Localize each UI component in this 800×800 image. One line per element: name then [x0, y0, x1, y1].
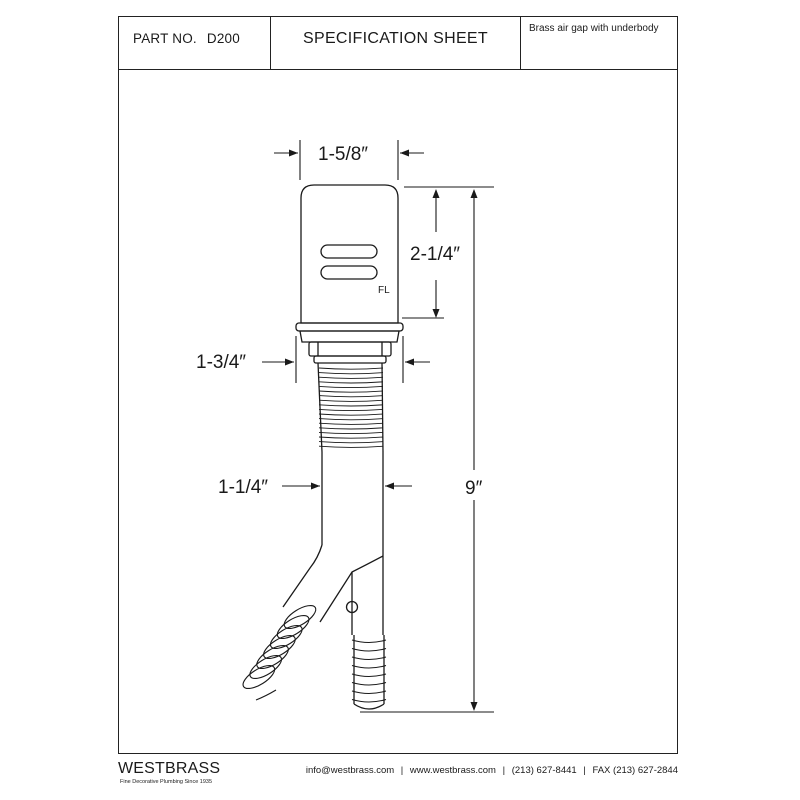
mounting-screw: [345, 600, 359, 614]
product-description: Brass air gap with underbody: [529, 23, 659, 34]
part-number-value: D200: [206, 31, 240, 46]
sheet-title: SPECIFICATION SHEET: [303, 30, 488, 47]
header-table: PART NO. D200 SPECIFICATION SHEET Brass a…: [119, 17, 677, 70]
contact-website[interactable]: www.westbrass.com: [409, 765, 496, 776]
contact-info: info@westbrass.com | www.westbrass.com |…: [306, 765, 678, 776]
part-label: PART NO.: [133, 31, 197, 46]
dimension-arrows: [285, 149, 478, 711]
spec-sheet-frame: PART NO. D200 SPECIFICATION SHEET Brass a…: [118, 16, 678, 754]
part-number-cell: PART NO. D200: [119, 17, 271, 69]
brand-logo: WESTBRASS: [118, 760, 221, 777]
washer: [313, 355, 387, 364]
outlet-stem: [351, 556, 384, 635]
dim-flange-width: 1-3/4″: [196, 352, 246, 373]
part-number: PART NO. D200: [133, 31, 240, 46]
lower-body: [321, 452, 384, 556]
collar: [299, 330, 400, 343]
air-gap-cap: [300, 184, 399, 324]
separator: |: [583, 765, 586, 776]
separator: |: [400, 765, 404, 776]
contact-phone: (213) 627-8441: [511, 765, 577, 776]
outlet-hose-barb: [351, 635, 387, 710]
flange: [295, 322, 404, 332]
dim-overall-height: 9″: [465, 478, 483, 499]
separator: |: [502, 765, 506, 776]
title-cell: SPECIFICATION SHEET: [271, 17, 521, 69]
description-cell: Brass air gap with underbody: [521, 17, 677, 69]
dim-cap-height: 2-1/4″: [410, 244, 460, 265]
inlet-hose-barb: [242, 604, 317, 701]
dimension-lines: [262, 140, 494, 713]
vent-slot-bottom: [320, 265, 378, 280]
dim-body-width: 1-1/4″: [218, 477, 268, 498]
footer: WESTBRASS Fine Decorative Plumbing Since…: [118, 760, 680, 790]
finish-code: FL: [378, 285, 390, 296]
vent-slot-top: [320, 244, 378, 259]
threaded-shank: [317, 362, 384, 453]
brand-tagline: Fine Decorative Plumbing Since 1935: [120, 779, 213, 785]
contact-fax: FAX (213) 627-2844: [592, 765, 678, 776]
inlet-branch: [282, 544, 384, 623]
contact-email[interactable]: info@westbrass.com: [305, 765, 395, 776]
hex-nut: [308, 341, 392, 357]
dim-top-width: 1-5/8″: [318, 144, 368, 165]
